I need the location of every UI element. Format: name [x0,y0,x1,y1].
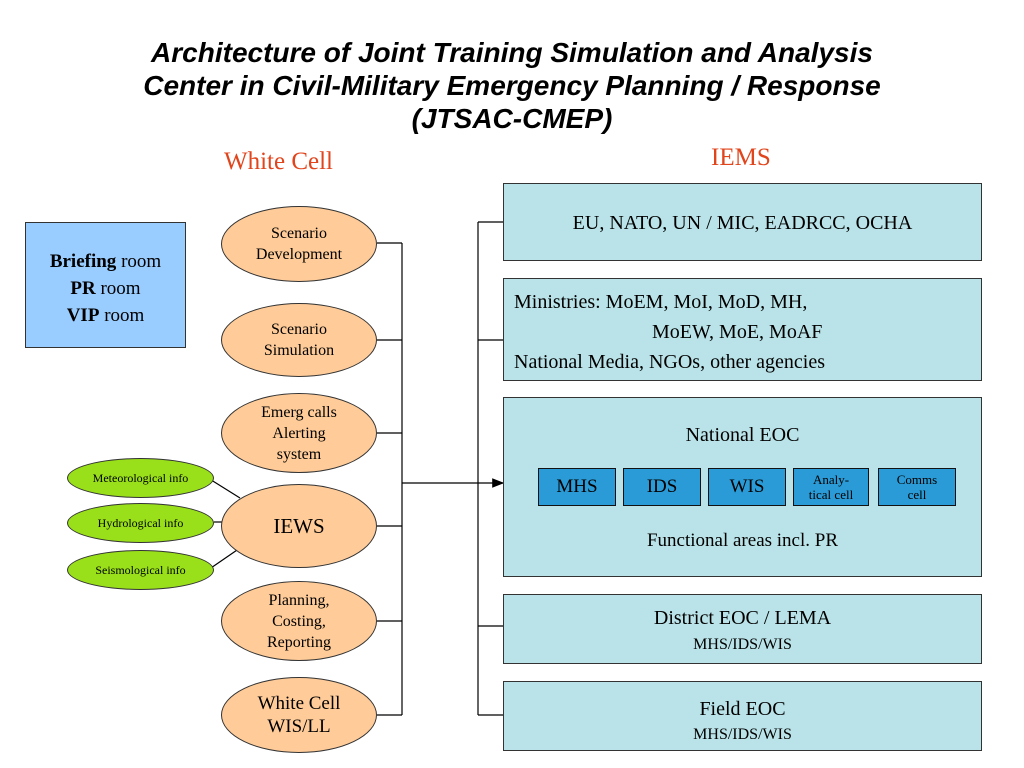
connector-meteorological [207,477,241,499]
ministries-line-1: Ministries: MoEM, MoI, MoD, MH, [514,291,808,313]
national-eoc-footer: Functional areas incl. PR [646,530,839,551]
ministries-line-3: National Media, NGOs, other agencies [514,351,826,373]
field-eoc-sub: MHS/IDS/WIS [693,726,792,743]
unit-analytical-cell: Analy-tical cell [793,468,869,506]
title-line-1: Architecture of Joint Training Simulatio… [151,37,873,68]
district-eoc-label: District EOC / LEMA [653,607,832,629]
vip-room: VIP room [66,305,145,326]
meteorological-info: Meteorological info [67,458,214,498]
title-line-2: Center in Civil-Military Emergency Plann… [143,70,881,101]
unit-wis: WIS [708,468,786,506]
district-eoc-box: District EOC / LEMA MHS/IDS/WIS [503,594,982,664]
hydrological-info: Hydrological info [67,503,214,543]
planning-oval: Planning, Costing, Reporting [221,581,377,661]
scenario-simulation-oval: Scenario Simulation [221,303,377,377]
white-cell-wis-oval: White Cell WIS/LL [221,677,377,753]
district-eoc-sub: MHS/IDS/WIS [693,636,792,653]
rooms-box: Briefing room PR room VIP room [25,222,186,348]
page-title: Architecture of Joint Training Simulatio… [20,36,1004,135]
international-box: EU, NATO, UN / MIC, EADRCC, OCHA [503,183,982,261]
national-eoc-label: National EOC [685,424,800,446]
unit-comms-cell: Comms cell [878,468,956,506]
scenario-development-oval: Scenario Development [221,206,377,282]
iews-oval: IEWS [221,484,377,568]
unit-ids: IDS [623,468,701,506]
international-label: EU, NATO, UN / MIC, EADRCC, OCHA [572,212,913,234]
iems-heading: IEMS [711,144,771,171]
field-eoc-label: Field EOC [699,698,786,720]
unit-mhs: MHS [538,468,616,506]
white-cell-heading: White Cell [224,148,333,175]
title-line-3: (JTSAC-CMEP) [411,103,613,134]
seismological-info: Seismological info [67,550,214,590]
ministries-box: Ministries: MoEM, MoI, MoD, MH, MoEW, Mo… [503,278,982,381]
field-eoc-box: Field EOC MHS/IDS/WIS [503,681,982,751]
ministries-line-2: MoEW, MoE, MoAF [652,321,823,343]
pr-room: PR room [70,278,141,299]
emerg-calls-oval: Emerg calls Alerting system [221,393,377,473]
briefing-room: Briefing room [49,251,162,272]
